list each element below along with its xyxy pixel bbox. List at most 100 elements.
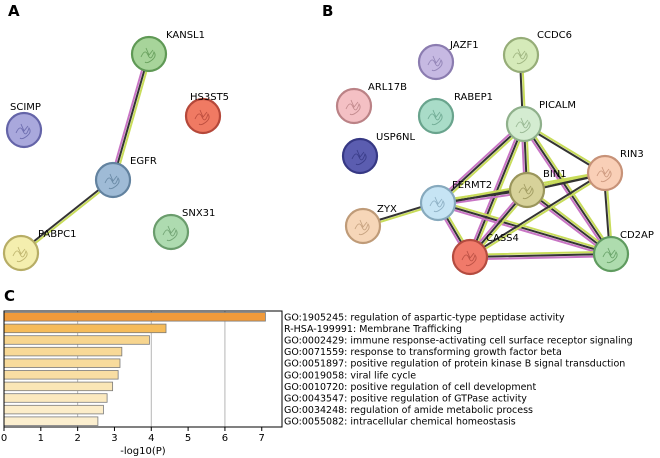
bar-1[interactable] [3,312,266,322]
edge-evidence-db [466,122,523,258]
edge-evidence-db [436,204,612,258]
edge-layer [19,52,153,255]
protein-structure-icon [351,149,367,166]
node-label: JAZF1 [449,40,479,51]
x-tick-label: 3 [111,433,117,444]
node-label: PABPC1 [38,229,76,240]
node-snx31[interactable]: SNX31 [152,208,215,251]
category-label: R-HSA-199991: Membrane Trafficking [284,324,462,335]
node-ccdc6[interactable]: CCDC6 [502,30,572,74]
node-label: CD2AP [620,230,654,241]
category-label: GO:0002429: immune response-activating c… [284,336,633,347]
edge-evidence-coexp [523,123,612,255]
protein-structure-icon [345,99,361,116]
node-label: PICALM [539,100,576,111]
protein-structure-icon [602,247,618,264]
protein-structure-icon [518,183,534,200]
protein-structure-icon [354,219,370,236]
edge-evidence-coexp [112,53,150,181]
protein-structure-icon [104,173,120,190]
edge-evidence-text [114,53,153,182]
category-label: GO:0019058: viral life cycle [284,370,416,381]
protein-structure-icon [427,109,443,126]
plot-frame [3,310,283,428]
edge-kansl1-egfr[interactable] [109,52,153,182]
node-hs3st5[interactable]: HS3ST5 [184,92,229,135]
node-label: SNX31 [182,208,215,219]
node-usp6nl[interactable]: USP6NL [341,132,416,175]
node-jazf1[interactable]: JAZF1 [417,40,479,81]
panel-b-letter: B [322,2,333,20]
bar-3[interactable] [3,335,150,345]
node-rabep1[interactable]: RABEP1 [417,92,493,135]
edge-evidence-db [521,124,611,257]
node-pabpc1[interactable]: PABPC1 [2,229,76,272]
edge-evidence-coexp [19,178,114,254]
node-bin1[interactable]: BIN1 [508,169,567,209]
bar-8[interactable] [3,393,108,403]
node-label: USP6NL [376,132,416,143]
edge-evidence-coexp [437,202,612,255]
bar-7[interactable] [3,381,114,392]
node-label: HS3ST5 [190,92,229,103]
protein-structure-icon [194,109,210,126]
node-arl17b[interactable]: ARL17B [335,82,407,125]
node-kansl1[interactable]: KANSL1 [130,30,205,73]
protein-structure-icon [15,123,31,140]
edge-evidence-text [469,172,607,259]
category-label: GO:0071559: response to transforming gro… [284,347,562,358]
node-cass4[interactable]: CASS4 [451,233,519,276]
node-label: EGFR [130,156,157,167]
node-egfr[interactable]: EGFR [94,156,157,199]
edge-evidence-text [524,121,614,254]
protein-structure-icon [162,225,178,242]
node-picalm[interactable]: PICALM [505,100,576,143]
x-tick-label: 7 [259,433,265,444]
bar-4[interactable] [3,346,123,357]
edge-picalm-fermt2[interactable] [435,121,527,206]
category-label: GO:0055082: intracellular chemical homeo… [284,417,516,428]
node-zyx[interactable]: ZYX [344,204,397,245]
bar-5[interactable] [3,358,121,368]
edge-cass4-cd2ap[interactable] [468,250,613,261]
edge-evidence-coexp [437,123,525,204]
edge-fermt2-cd2ap[interactable] [436,199,613,258]
protein-structure-icon [596,166,612,183]
node-label: CCDC6 [537,30,572,41]
node-label: ZYX [377,204,397,215]
node-label: KANSL1 [166,30,205,41]
node-scimp[interactable]: SCIMP [5,102,43,149]
category-label: GO:0034248: regulation of amide metaboli… [284,405,533,416]
edge-egfr-pabpc1[interactable] [19,178,115,255]
bar-9[interactable] [3,404,104,415]
edge-picalm-cd2ap[interactable] [521,121,614,257]
node-label: FERMT2 [452,180,492,191]
node-label: BIN1 [543,169,567,180]
edge-evidence-coexp [469,253,612,258]
bar-6[interactable] [3,370,119,380]
node-label: ARL17B [368,82,407,93]
x-tick-label: 5 [185,433,191,444]
edge-evidence-coexp [468,171,606,258]
node-label: CASS4 [486,233,519,244]
x-tick-label: 2 [74,433,80,444]
node-fermt2[interactable]: FERMT2 [419,180,492,222]
x-tick-label: 4 [148,433,154,444]
edge-rin3-cass4[interactable] [468,171,607,259]
edge-evidence-db [109,52,148,181]
bar-10[interactable] [3,416,99,426]
bar-2[interactable] [3,323,167,334]
node-rin3[interactable]: RIN3 [586,149,644,192]
protein-structure-icon [12,246,28,263]
edge-evidence-text [438,124,527,206]
x-axis-title: -log10(P) [120,446,166,457]
node-cd2ap[interactable]: CD2AP [592,230,654,273]
panel-c-letter: C [4,287,15,305]
protein-structure-icon [515,117,531,134]
enrichment-bar-chart: GO:1905245: regulation of aspartic-type … [1,310,633,457]
category-label: GO:0051897: positive regulation of prote… [284,359,625,370]
node-label: SCIMP [10,102,41,113]
panel-a-letter: A [8,2,20,20]
